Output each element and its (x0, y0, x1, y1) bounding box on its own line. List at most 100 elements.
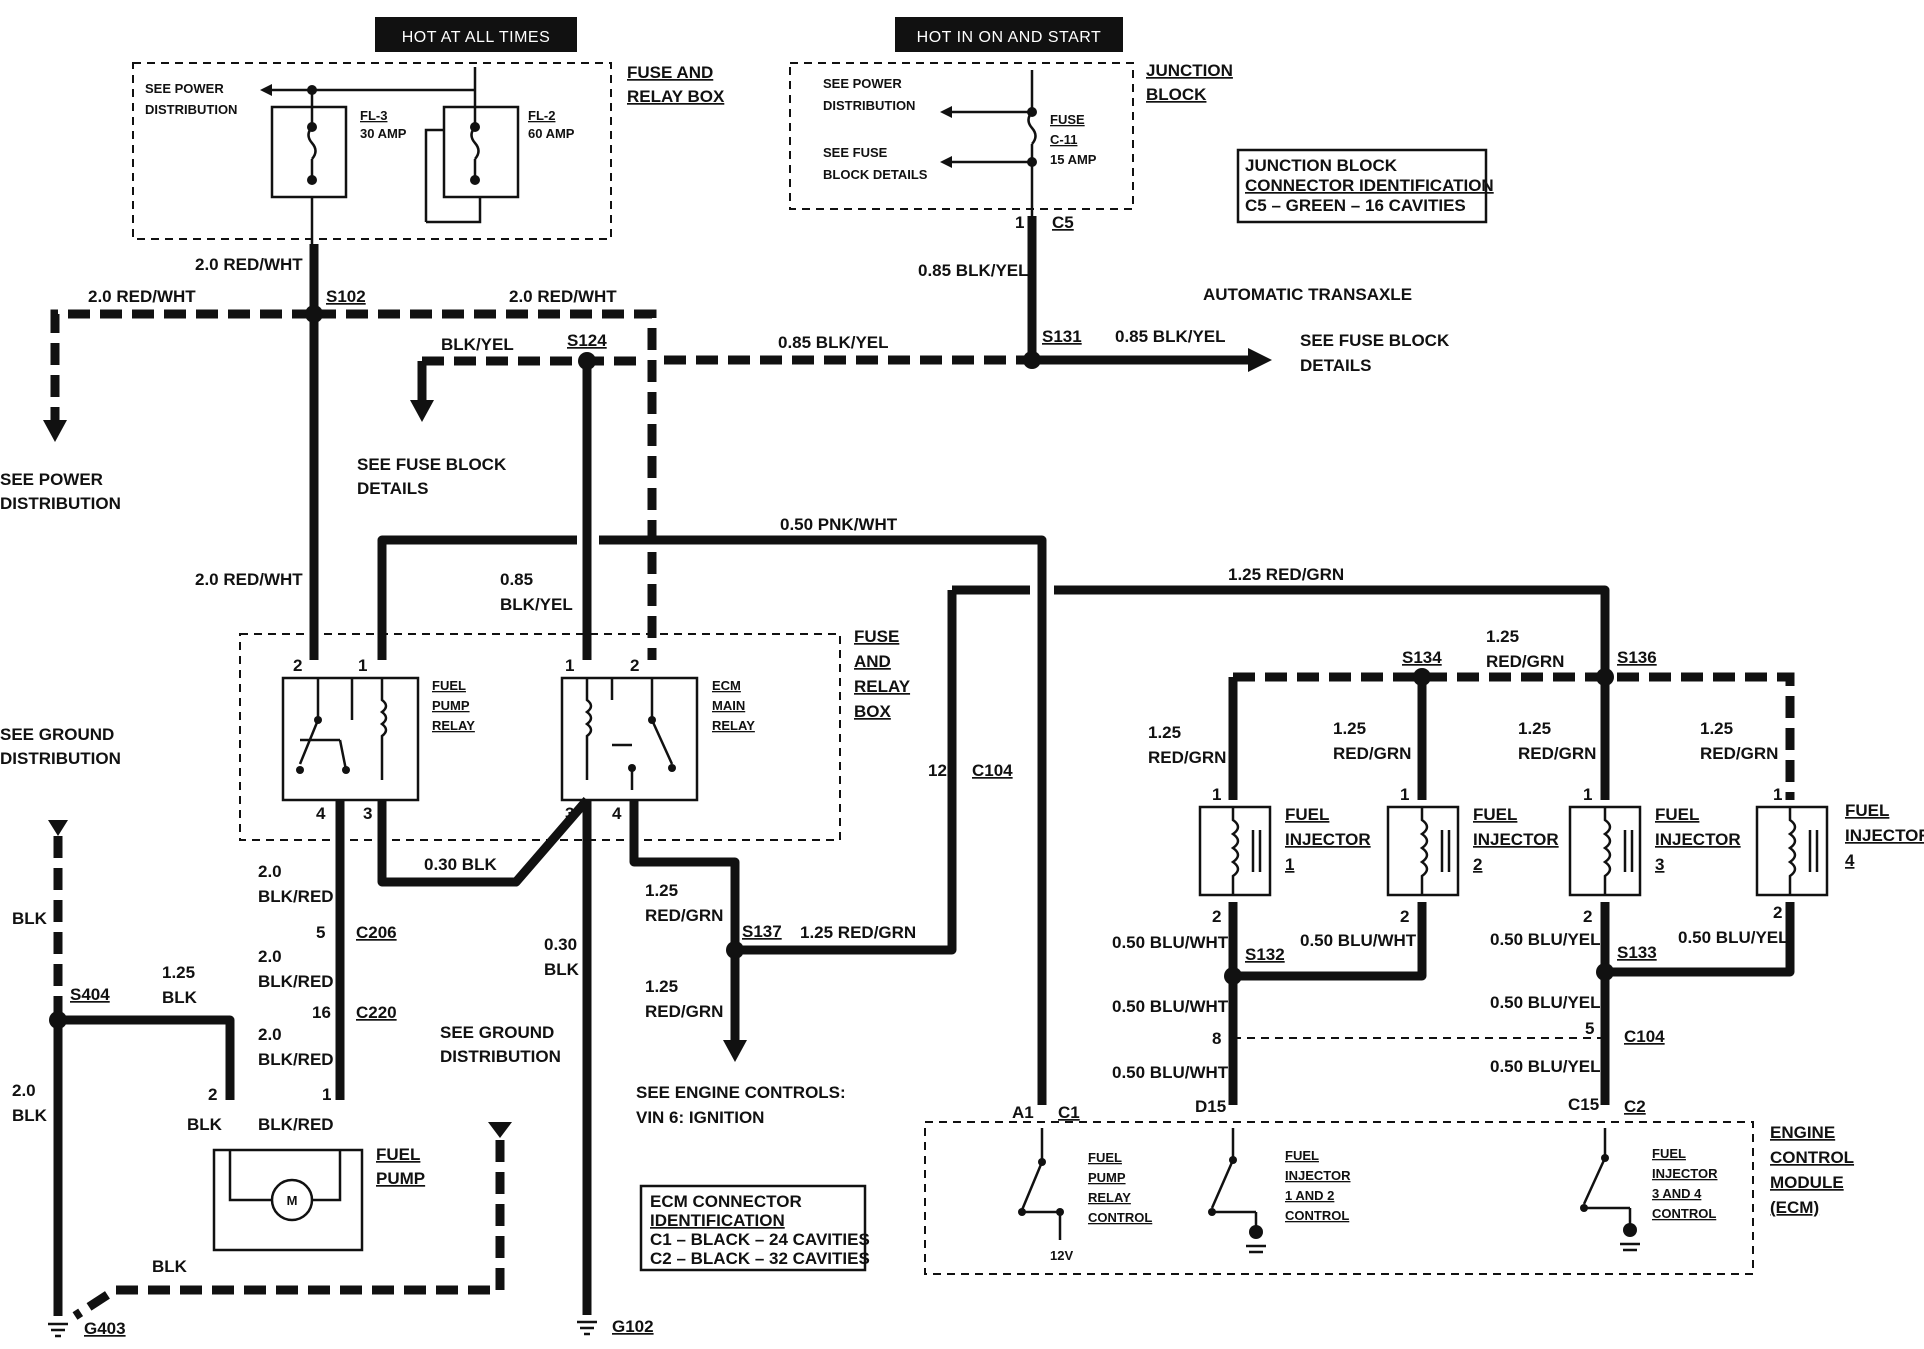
wire-label-y3: 0.50 BLU/YEL (1490, 993, 1601, 1012)
emr-pin4: 4 (612, 804, 622, 823)
ecm-i34-2: INJECTOR (1652, 1166, 1718, 1181)
fp-relay-label-1: FUEL (432, 678, 466, 693)
inj2-label-1: FUEL (1473, 805, 1517, 824)
ecm-fp-3: RELAY (1088, 1190, 1131, 1205)
ecm-relay-label-2: MAIN (712, 698, 745, 713)
wire-1-25-blk (55, 1015, 235, 1100)
i4-pin1: 1 (1773, 785, 1782, 804)
conn-c220-pin: 16 (312, 1003, 331, 1022)
inj2-wire-b: RED/GRN (1333, 744, 1411, 763)
wire-label-w7: 0.85 BLK/YEL (778, 333, 889, 352)
inj4-wire-b: RED/GRN (1700, 744, 1778, 763)
conn-c5-pin: 1 (1015, 213, 1024, 232)
wire-label-w4: 2.0 RED/WHT (195, 570, 303, 589)
ecm-injector-1-2-control: FUEL INJECTOR 1 AND 2 CONTROL (1208, 1128, 1351, 1254)
fuse-relay-top-line2: RELAY BOX (627, 87, 725, 106)
see-fuse-block-right-2: DETAILS (1300, 356, 1371, 375)
wire-label-y1: 0.50 BLU/YEL (1490, 930, 1601, 949)
ecm-injector-3-4-control: FUEL INJECTOR 3 AND 4 CONTROL (1580, 1128, 1718, 1252)
ecm-fp-4: CONTROL (1088, 1210, 1152, 1225)
ecm-label-3: MODULE (1770, 1173, 1844, 1192)
wire-label-w18b: BLK (162, 988, 198, 1007)
wire-label-b4: 0.50 BLU/WHT (1112, 1063, 1229, 1082)
see-engine-2: VIN 6: IGNITION (636, 1108, 764, 1127)
splice-s133: S133 (1617, 943, 1657, 962)
fuse-fl3-element (307, 90, 317, 180)
fuse-fl2-label: FL-2 (528, 108, 555, 123)
header-hot-all-times-text: HOT AT ALL TIMES (402, 29, 551, 46)
fuse-c11-title: FUSE (1050, 112, 1085, 127)
ecm-conn-sub: IDENTIFICATION (650, 1211, 785, 1230)
fp-pin1: 1 (322, 1085, 331, 1104)
wire-red-wht-right (314, 309, 657, 660)
inj3-label-3: 3 (1655, 855, 1664, 874)
ecm-i12-3: 1 AND 2 (1285, 1188, 1334, 1203)
ecm-i12-2: INJECTOR (1285, 1168, 1351, 1183)
conn-c104a: C104 (972, 761, 1013, 780)
wire-label-w23a: 1.25 (645, 881, 678, 900)
wire-label-w12a: 1.25 (1486, 627, 1519, 646)
conn-c104b-pin-l: 8 (1212, 1029, 1221, 1048)
wire-label-w24: 1.25 RED/GRN (800, 923, 916, 942)
wire-label-w16b: BLK/RED (258, 1050, 334, 1069)
wire-label-blk-ground: BLK (152, 1257, 188, 1276)
see-ground-mid-2: DISTRIBUTION (440, 1047, 561, 1066)
conn-c104a-pin: 12 (928, 761, 947, 780)
see-power-dist-top-1: SEE POWER (145, 81, 224, 96)
inj1-wire-b: RED/GRN (1148, 748, 1226, 767)
wire-1-25-red-grn-c104 (743, 590, 957, 955)
fp-relay-label-3: RELAY (432, 718, 475, 733)
header-hot-on-start: HOT IN ON AND START (895, 17, 1123, 52)
conn-c220: C220 (356, 1003, 397, 1022)
jb-conn-sub: CONNECTOR IDENTIFICATION (1245, 176, 1494, 195)
conn-c206-pin: 5 (316, 923, 325, 942)
ecm-i12-4: CONTROL (1285, 1208, 1349, 1223)
ecm-label-1: ENGINE (1770, 1123, 1835, 1142)
fuse-c11-element (1027, 70, 1037, 216)
fuel-injector-3: 1 2 FUEL INJECTOR 3 (1568, 785, 1741, 926)
fuse-relay-mid-3: RELAY (854, 677, 911, 696)
i3-pin1: 1 (1583, 785, 1592, 804)
conn-d15: D15 (1195, 1097, 1226, 1116)
wire-label-y2: 0.50 BLU/YEL (1678, 928, 1789, 947)
ecm-i12-1: FUEL (1285, 1148, 1319, 1163)
see-ground-mid-1: SEE GROUND (440, 1023, 554, 1042)
wire-label-w18a: 1.25 (162, 963, 195, 982)
fuel-injector-2: 1 2 FUEL INJECTOR 2 (1386, 785, 1559, 926)
fuse-relay-top-line1: FUSE AND (627, 63, 713, 82)
wire-label-w5: BLK/YEL (441, 335, 514, 354)
wire-label-w25a: 1.25 (645, 977, 678, 996)
wire-label-b1: 0.50 BLU/WHT (1112, 933, 1229, 952)
fuel-pump-label-1: FUEL (376, 1145, 420, 1164)
see-power-dist-top-2: DISTRIBUTION (145, 102, 237, 117)
ecm-fuel-pump-relay-control: 12V FUEL PUMP RELAY CONTROL (1018, 1128, 1152, 1263)
conn-c2: C2 (1624, 1097, 1646, 1116)
ecm-i34-3: 3 AND 4 (1652, 1186, 1702, 1201)
ecm-fp-1: FUEL (1088, 1150, 1122, 1165)
wire-label-w25b: RED/GRN (645, 1002, 723, 1021)
junction-block-label-2: BLOCK (1146, 85, 1207, 104)
fuse-fl2-loop (426, 197, 482, 224)
conn-c1-pin: A1 (1012, 1103, 1034, 1122)
splice-s137: S137 (742, 922, 782, 941)
fuse-fl2-body (442, 105, 520, 199)
fuse-c11-label: C-11 (1050, 132, 1077, 147)
conn-c104b-pin-r: 5 (1585, 1019, 1594, 1038)
fuse-relay-mid-2: AND (854, 652, 891, 671)
wire-label-w2: 2.0 RED/WHT (88, 287, 196, 306)
see-fuse-block-jb-2: BLOCK DETAILS (823, 167, 928, 182)
header-hot-all-times: HOT AT ALL TIMES (375, 17, 577, 52)
wire-label-w15b: BLK/RED (258, 972, 334, 991)
ecm-box (924, 1121, 1754, 1275)
ecm-12v: 12V (1050, 1248, 1073, 1263)
inj4-label-1: FUEL (1845, 801, 1889, 820)
splice-s124: S124 (567, 331, 607, 350)
wire-label-w15a: 2.0 (258, 947, 282, 966)
i4-pin2: 2 (1773, 903, 1782, 922)
wire-label-b3: 0.50 BLU/WHT (1112, 997, 1229, 1016)
ecm-main-relay: ECM MAIN RELAY 1 2 3 4 (560, 656, 755, 823)
conn-c206: C206 (356, 923, 397, 942)
conn-c15: C15 (1568, 1095, 1599, 1114)
